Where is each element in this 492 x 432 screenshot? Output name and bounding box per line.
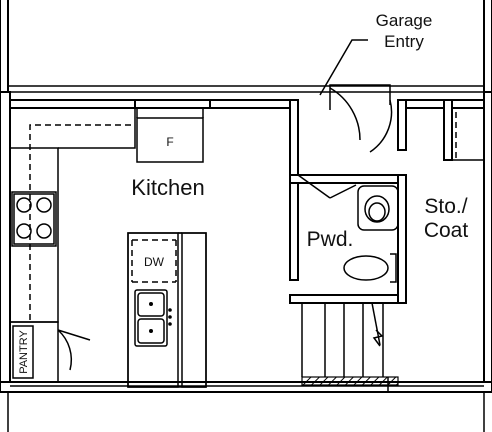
refrigerator xyxy=(134,99,211,163)
outer-walls xyxy=(0,91,492,432)
garage-entry-label-line1: Garage xyxy=(376,11,433,30)
pantry xyxy=(10,321,91,382)
cooktop xyxy=(11,191,57,247)
upper-rooms xyxy=(0,0,492,93)
storage-label-line1: Sto./ xyxy=(424,195,467,218)
storage-label-line2: Coat xyxy=(424,219,469,242)
kitchen-sink xyxy=(134,289,172,347)
kitchen-island xyxy=(127,232,207,388)
garage-entry-label-line2: Entry xyxy=(384,32,424,51)
powder-room xyxy=(289,174,407,347)
storage-closet xyxy=(443,99,484,161)
dishwasher-label: DW xyxy=(144,255,165,269)
fridge-label: F xyxy=(166,135,173,149)
kitchen-label: Kitchen xyxy=(131,175,204,200)
kitchen-counters xyxy=(10,108,136,323)
garage-entry xyxy=(289,39,407,281)
stair xyxy=(301,303,399,392)
powder-room-label: Pwd. xyxy=(307,228,354,251)
pantry-label: PANTRY xyxy=(18,330,30,374)
